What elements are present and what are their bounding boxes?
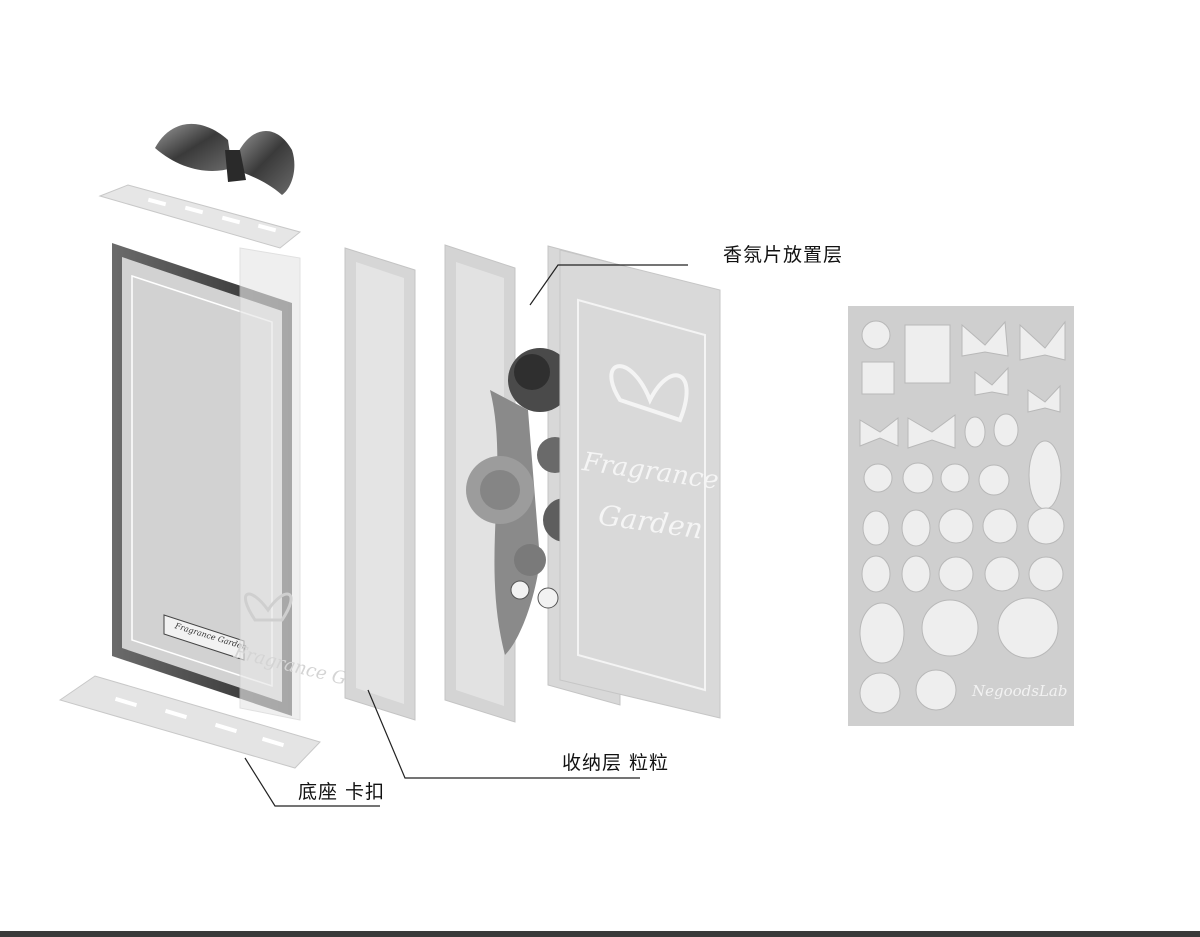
bow-outline-icon (609, 364, 689, 423)
birdcage-sticker (904, 324, 951, 384)
sparkle-sticker-2 (902, 462, 934, 494)
base-stand (58, 675, 321, 769)
leaf-sticker (964, 416, 986, 448)
sparkle-sticker-4 (978, 464, 1010, 496)
bow-sticker-2 (907, 414, 956, 449)
drop-sticker-4 (901, 555, 931, 593)
petal-sticker (859, 602, 905, 664)
sticker-sheet: NegoodsLab (848, 306, 1074, 726)
base-clip-label: 底座 卡扣 (298, 781, 386, 803)
hydrangea-sticker-2 (997, 597, 1059, 659)
moon-sticker (861, 320, 891, 350)
bow-topper (155, 123, 295, 195)
hydrangea-sticker (921, 599, 979, 657)
bottom-rule (0, 931, 1200, 937)
fragrance-layer-label: 香氛片放置层 (723, 244, 844, 266)
top-clip-plate (98, 184, 302, 249)
flower-sticker (938, 508, 974, 544)
clover-sticker (984, 556, 1020, 592)
leaf-sticker-2 (993, 413, 1019, 447)
drop-sticker-2 (901, 509, 931, 547)
clover-sticker-2 (1028, 556, 1064, 592)
sparkle-sticker (863, 463, 893, 493)
butterfly-sticker-4 (1027, 384, 1061, 413)
flower-sticker-3 (1027, 507, 1065, 545)
callout-line-fragrance (529, 264, 688, 306)
flower-sticker-5 (859, 672, 901, 714)
ribbon-icon (244, 592, 293, 622)
drop-sticker-3 (861, 555, 891, 593)
flower-sticker-2 (982, 508, 1018, 544)
sticker-sheet-brand: NegoodsLab (971, 682, 1067, 700)
flower-sticker-4 (938, 556, 974, 592)
callout-line-storage (367, 689, 640, 779)
flower-sticker-6 (915, 669, 957, 711)
drop-sticker (862, 510, 890, 546)
storage-layer-label: 收纳层 粒粒 (562, 752, 670, 774)
butterfly-sticker (961, 320, 1009, 357)
leaf-sticker-3 (1028, 440, 1062, 510)
frame-sticker (861, 361, 895, 395)
butterfly-sticker-3 (974, 366, 1009, 396)
back-panel-layer: Fragrance Garden (559, 249, 721, 719)
bow-sticker (859, 416, 899, 447)
callout-line-base (244, 757, 380, 807)
callout-lines (244, 264, 688, 807)
sticker-shapes (859, 320, 1066, 714)
sparkle-sticker-3 (940, 463, 970, 493)
butterfly-sticker-2 (1019, 320, 1066, 361)
